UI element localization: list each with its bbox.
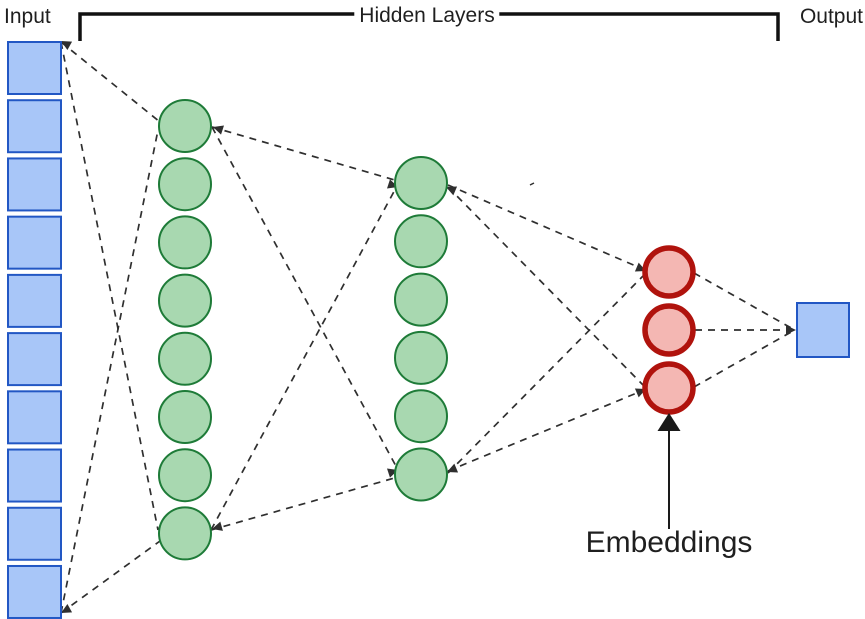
connection-line (60, 129, 159, 614)
output-square (796, 302, 850, 358)
connection-line (447, 273, 646, 474)
hidden1-neuron (158, 448, 212, 503)
input-square (7, 273, 62, 328)
input-square (7, 215, 62, 270)
connection-line (60, 540, 161, 614)
connector-arrowhead-icon (447, 463, 459, 473)
input-square (7, 448, 62, 503)
hidden2-neuron (394, 272, 448, 327)
hidden2-neuron (394, 330, 448, 385)
input-square (7, 564, 62, 619)
connection-line (210, 476, 399, 531)
input-square (7, 99, 62, 154)
hidden1-neuron (158, 331, 212, 386)
connection-line (210, 185, 398, 531)
connection-line (693, 330, 794, 388)
hidden2-neuron (394, 214, 448, 269)
embedding-neuron (642, 245, 696, 299)
stray-mark (529, 182, 535, 186)
embedding-neuron (642, 303, 696, 357)
hidden1-neuron (158, 506, 212, 561)
embedding-neuron (642, 361, 696, 415)
input-square (7, 157, 62, 212)
input-square (7, 41, 62, 95)
embeddings-arrowhead-icon (657, 413, 681, 431)
input-square (7, 332, 62, 387)
connection-line (60, 41, 159, 531)
connector-arrowhead-icon (786, 325, 796, 335)
connection-line (60, 41, 161, 123)
hidden1-neuron (158, 273, 212, 328)
hidden1-neuron (158, 99, 212, 153)
input-label: Input (4, 5, 51, 28)
connector-arrowhead-icon (213, 125, 224, 135)
connection-line (447, 184, 646, 271)
connection-line (447, 186, 645, 387)
connector-arrowhead-icon (61, 603, 73, 613)
hidden-layers-label: Hidden Layers (354, 4, 500, 28)
connection-line (211, 126, 398, 469)
hidden2-neuron (394, 156, 448, 210)
output-label: Output (799, 5, 863, 28)
hidden2-neuron (394, 447, 448, 502)
hidden1-neuron (158, 157, 212, 212)
input-square (7, 506, 62, 561)
connector-arrowhead-icon (61, 41, 73, 51)
connector-arrowhead-icon (212, 521, 223, 531)
connection-line (693, 272, 794, 330)
connection-line (447, 389, 645, 472)
hidden1-neuron (158, 215, 212, 270)
embeddings-label: Embeddings (585, 526, 753, 559)
connector-arrowhead-icon (446, 186, 458, 196)
hidden2-neuron (394, 389, 448, 444)
input-square (7, 390, 62, 445)
connection-line (211, 126, 399, 182)
hidden1-neuron (158, 390, 212, 444)
